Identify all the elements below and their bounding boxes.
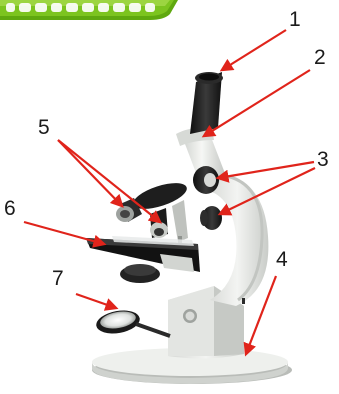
label-3: 3 <box>317 149 329 170</box>
arrow-5b <box>58 140 160 222</box>
mirror <box>94 307 170 336</box>
microscope-arm <box>206 172 268 306</box>
focus-knobs <box>193 166 222 230</box>
microscope <box>86 72 292 384</box>
banner-logo <box>0 0 178 20</box>
eyepiece <box>190 72 223 134</box>
label-2: 2 <box>314 47 326 68</box>
arrow-1 <box>222 30 286 70</box>
label-7: 7 <box>52 268 64 289</box>
label-4: 4 <box>276 249 288 270</box>
label-6: 6 <box>4 198 16 219</box>
arrow-6 <box>24 222 104 244</box>
label-1: 1 <box>289 9 301 30</box>
arrow-5a <box>58 140 122 206</box>
label-5: 5 <box>38 117 50 138</box>
arrow-7 <box>76 294 116 308</box>
